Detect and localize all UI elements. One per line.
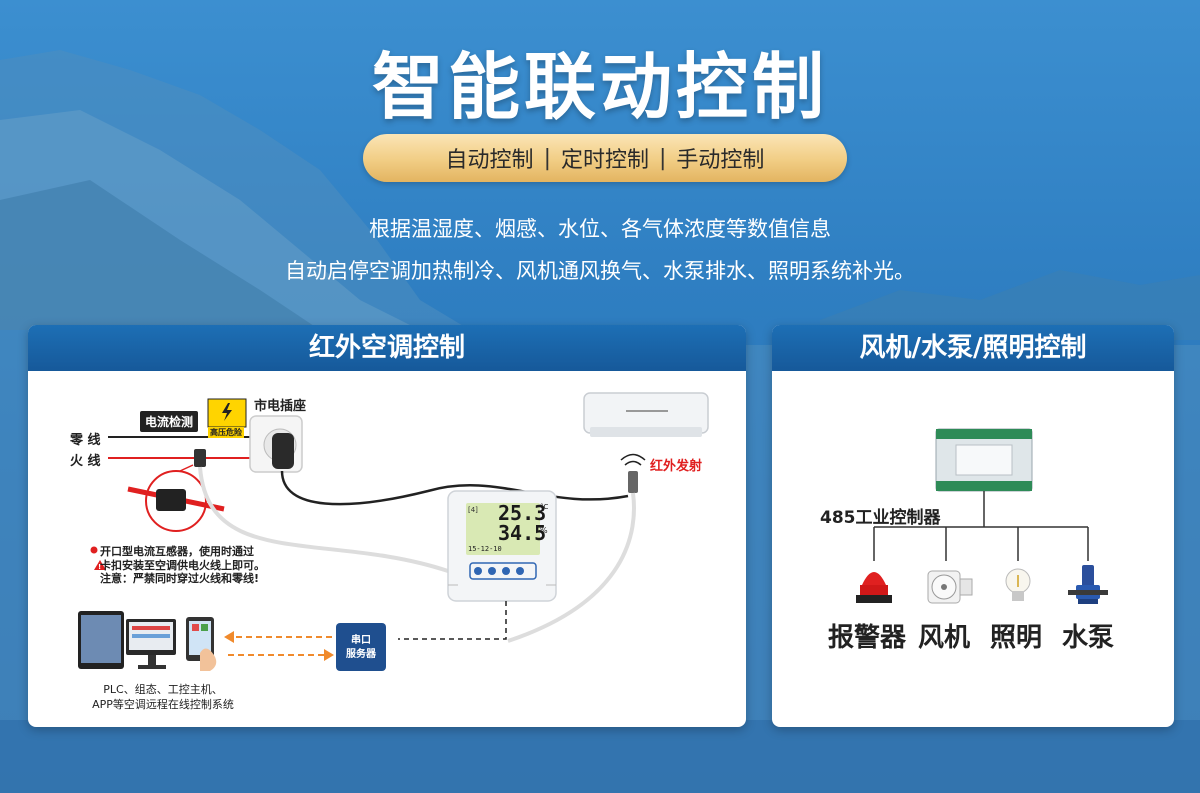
alarm-icon bbox=[856, 572, 892, 603]
device-fan-label: 风机 bbox=[918, 623, 971, 653]
controller-label: 485工业控制器 bbox=[820, 508, 941, 528]
mode-separator: | bbox=[543, 145, 551, 171]
lcd-hum-unit: % bbox=[540, 526, 548, 535]
lcd-humidity: 34.5 bbox=[498, 521, 547, 545]
fan-icon bbox=[927, 570, 973, 604]
mode-manual: 手动控制 bbox=[676, 148, 765, 173]
controller-diagram: 485工业控制器 报警器 风机 照明 水泵 bbox=[772, 371, 1174, 727]
plc-label-line-2: APP等空调远程在线控制系统 bbox=[92, 698, 234, 711]
description-line-1: 根据温湿度、烟感、水位、各气体浓度等数值信息 bbox=[369, 217, 831, 241]
lcd-address: [4] bbox=[468, 506, 478, 514]
ir-emit-label: 红外发射 bbox=[650, 459, 703, 474]
ir-ac-wiring-svg: ! bbox=[78, 392, 709, 671]
svg-text:!: ! bbox=[98, 563, 101, 571]
sensor-lcd-screen bbox=[466, 503, 540, 555]
warning-triangle-icon bbox=[94, 560, 106, 570]
ir-emitter-icon bbox=[628, 471, 638, 493]
mode-auto: 自动控制 bbox=[445, 148, 534, 173]
zero-line-label: 零 线 bbox=[70, 433, 101, 448]
warning-note: 注意：严禁同时穿过火线和零线! bbox=[100, 572, 260, 585]
fan-pump-panel-title: 风机/水泵/照明控制 bbox=[772, 325, 1174, 371]
description-line-2: 自动启停空调加热制冷、风机通风换气、水泵排水、照明系统补光。 bbox=[285, 259, 915, 283]
page-title: 智能联动控制 bbox=[371, 45, 828, 129]
light-bulb-icon bbox=[1005, 568, 1031, 601]
device-light-label: 照明 bbox=[990, 623, 1043, 653]
plug-icon bbox=[272, 433, 294, 469]
sensor-note-line-1: 开口型电流互感器，使用时通过 bbox=[100, 545, 254, 558]
device-alarm-label: 报警器 bbox=[828, 623, 907, 653]
clamp-sensor-icon bbox=[156, 489, 186, 511]
current-clamp-icon bbox=[194, 449, 206, 467]
lcd-temp-unit: °C bbox=[540, 503, 549, 511]
control-modes-pill: 自动控制 | 定时控制 | 手动控制 bbox=[363, 134, 847, 182]
device-pump-label: 水泵 bbox=[1062, 623, 1115, 653]
fire-line-label: 火 线 bbox=[70, 454, 101, 469]
ir-ac-diagram: ! 零 线 火 线 电流检测 高压危险 市电插座 红外发射 开口型电流互感器，使… bbox=[28, 371, 746, 727]
water-pump-icon bbox=[1068, 565, 1108, 604]
high-voltage-label: 高压危险 bbox=[208, 427, 244, 438]
mode-timed: 定时控制 bbox=[560, 148, 649, 173]
serial-server-label-1: 串口 bbox=[351, 635, 371, 646]
fan-pump-lighting-panel: 风机/水泵/照明控制 bbox=[772, 325, 1174, 727]
lcd-time: 15-12-10 bbox=[468, 545, 502, 553]
ir-ac-panel-title: 红外空调控制 bbox=[28, 325, 746, 371]
current-detect-label: 电流检测 bbox=[140, 411, 199, 432]
socket-label: 市电插座 bbox=[254, 399, 307, 414]
ir-ac-control-panel: 红外空调控制 bbox=[28, 325, 746, 727]
serial-server-icon bbox=[336, 623, 386, 671]
mode-separator: | bbox=[659, 145, 667, 171]
lcd-temperature: 25.3 bbox=[498, 501, 547, 525]
controller-tree-svg bbox=[856, 428, 1108, 604]
bullet-dot-icon bbox=[90, 546, 98, 554]
plc-label-line-1: PLC、组态、工控主机、 bbox=[103, 683, 223, 696]
sensor-note-line-2: 卡扣安装至空调供电火线上即可。 bbox=[100, 559, 265, 572]
serial-server-label-2: 服务器 bbox=[346, 649, 376, 660]
